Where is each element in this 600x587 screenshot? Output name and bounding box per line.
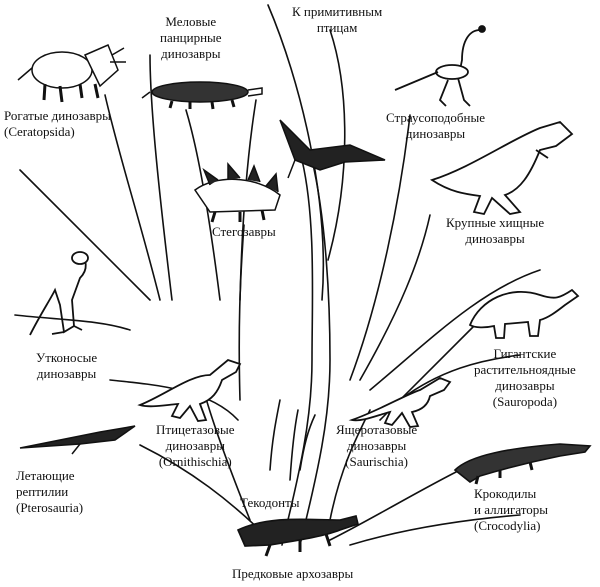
thecodont-spikes-line	[269, 399, 316, 481]
label-saurischia-line3: (Saurischia)	[345, 454, 408, 469]
label-sauropoda: Гигантские растительноядные динозавры (S…	[474, 346, 576, 410]
tree-branches	[14, 4, 541, 546]
label-thecodonts: Текодонты	[240, 495, 299, 511]
label-sauropoda-line2: растительноядные	[474, 362, 576, 377]
ornithomimid-icon	[394, 25, 486, 107]
label-pterosauria-line3: (Pterosauria)	[16, 500, 84, 515]
pterosaur-icon	[19, 425, 136, 455]
label-carnosaurs-line1: Крупные хищные	[446, 215, 545, 230]
label-ankylosaurs-line2: панцирные	[160, 30, 222, 45]
label-ornithomimids-line2: динозавры	[405, 126, 466, 141]
branch-stegosaur-line	[238, 224, 245, 401]
branch-birds-2-line	[327, 29, 346, 261]
label-thecodonts-line1: Текодонты	[240, 495, 300, 510]
crocodile-icon	[453, 443, 592, 485]
ornithischian-icon	[137, 358, 242, 422]
label-sauropoda-line1: Гигантские	[493, 346, 557, 361]
label-ankylosaurs-line3: динозавры	[161, 46, 221, 61]
branch-birds-line	[267, 4, 325, 301]
branch-hadrosaur-line	[19, 169, 151, 301]
label-archosaurs-line1: Предковые архозавры	[232, 566, 354, 581]
label-to-birds-line2: птицам	[316, 20, 358, 35]
label-ornithischia-line3: (Ornithischia)	[158, 454, 232, 469]
archosaur-icon	[236, 515, 359, 557]
label-saurischia-line2: динозавры	[346, 438, 407, 453]
label-stegosaurs: Стегозавры	[212, 224, 276, 240]
branch-hadrosaur-2-line	[14, 314, 131, 331]
label-ornithomimids: Страусоподобные динозавры	[386, 110, 485, 142]
label-carnosaurs-line2: динозавры	[465, 231, 525, 246]
label-ceratopsida: Рогатые динозавры (Ceratopsida)	[4, 108, 111, 140]
label-hadrosaurs-line2: динозавры	[36, 366, 97, 381]
trunk-left-line	[281, 159, 314, 546]
branch-ceratopsida-line	[104, 94, 161, 301]
branch-carnosaur-2-line	[369, 269, 541, 391]
triceratops-icon	[17, 44, 126, 103]
label-crocodylia: Крокодилы и аллигаторы (Crocodylia)	[474, 486, 548, 534]
branch-sauropod-2-line	[399, 354, 521, 401]
hadrosaur-icon	[29, 251, 89, 336]
label-crocodylia-line1: Крокодилы	[474, 486, 537, 501]
label-ankylosaurs-line1: Меловые	[165, 14, 217, 29]
trunk-right-line	[299, 159, 331, 546]
label-pterosauria-line1: Летающие	[16, 468, 75, 483]
ankylosaur-icon	[141, 81, 263, 110]
label-ceratopsida-line1: Рогатые динозавры	[4, 108, 111, 123]
saurischian-icon	[348, 376, 452, 428]
label-stegosaurs-line1: Стегозавры	[212, 224, 276, 239]
label-hadrosaurs-line1: Утконосые	[36, 350, 98, 365]
label-ankylosaurs: Меловые панцирные динозавры	[160, 14, 222, 62]
label-ceratopsida-line2: (Ceratopsida)	[4, 124, 75, 139]
branch-crocodylia-line	[329, 469, 461, 541]
label-pterosauria-line2: рептилии	[16, 484, 69, 499]
label-crocodylia-line2: и аллигаторы	[474, 502, 549, 517]
label-ornithomimids-line1: Страусоподобные	[386, 110, 485, 125]
tyrannosaur-icon	[429, 120, 574, 216]
label-to-birds: К примитивным птицам	[292, 4, 382, 36]
branch-ornithischia-line	[204, 394, 251, 521]
label-saurischia-line1: Ящеротазовые	[336, 422, 418, 437]
label-ornithischia-line2: динозавры	[165, 438, 225, 453]
stegosaur-icon	[193, 161, 281, 223]
label-carnosaurs: Крупные хищные динозавры	[446, 215, 544, 247]
label-saurischia: Ящеротазовые динозавры (Saurischia)	[336, 422, 417, 470]
label-pterosauria: Летающие рептилии (Pterosauria)	[16, 468, 83, 516]
label-hadrosaurs: Утконосые динозавры	[36, 350, 97, 382]
branch-crocodylia-2-line	[349, 514, 521, 546]
label-ornithischia: Птицетазовые динозавры (Ornithischia)	[156, 422, 235, 470]
pterosaur-flying-icon	[279, 119, 386, 179]
label-ornithischia-line1: Птицетазовые	[156, 422, 235, 437]
sauropod-icon	[468, 288, 580, 339]
label-crocodylia-line3: (Crocodylia)	[474, 518, 541, 533]
label-archosaurs: Предковые архозавры	[232, 566, 353, 582]
branch-carnosaur-line	[359, 214, 431, 381]
label-to-birds-line1: К примитивным	[292, 4, 383, 19]
label-sauropoda-line4: (Sauropoda)	[492, 394, 558, 409]
branch-ceratopsida-2-line	[149, 54, 173, 301]
branch-ornithomimid-line	[349, 114, 411, 381]
label-sauropoda-line3: динозавры	[495, 378, 555, 393]
